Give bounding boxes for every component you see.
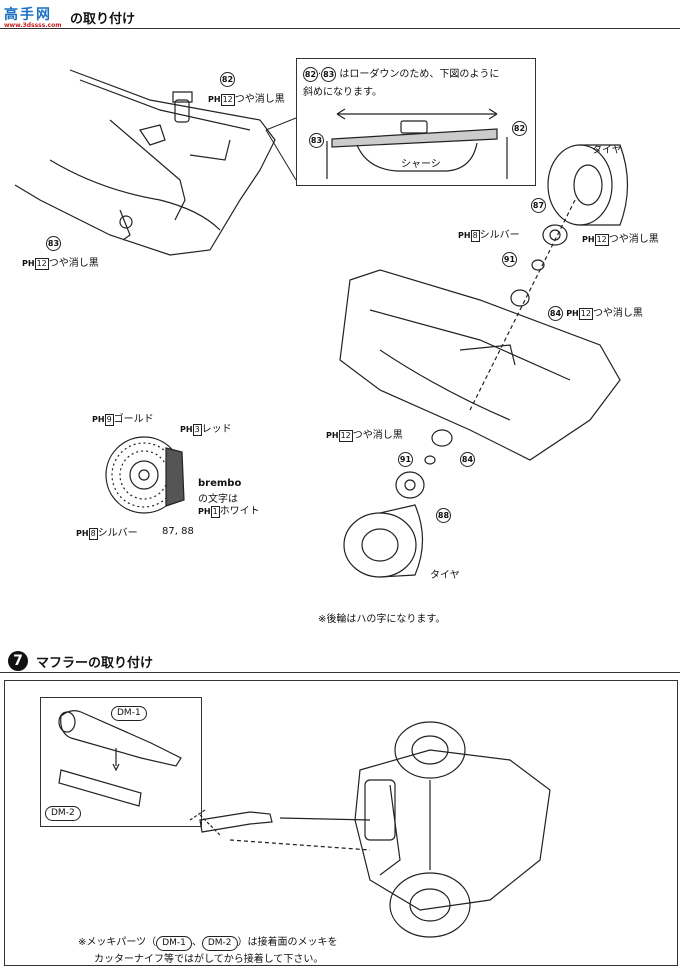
brake-disc-drawing bbox=[105, 436, 185, 514]
muffler-inset: DM-1 DM-2 bbox=[40, 697, 202, 827]
ph-mark: PH bbox=[92, 415, 105, 424]
ph-mark: PH bbox=[582, 235, 595, 244]
paint-name: つや消し黒 bbox=[608, 234, 659, 245]
callout-diagram bbox=[326, 108, 508, 179]
tire-label-top: タイヤ bbox=[592, 145, 622, 156]
rear-assembly-drawing bbox=[339, 144, 629, 578]
ph-mark: PH bbox=[458, 231, 471, 240]
site-logo: 高手网 www.3dssss.com bbox=[0, 0, 70, 30]
paint-code: 8 bbox=[88, 528, 98, 540]
section-6-title: の取り付け bbox=[70, 12, 136, 27]
paint-name: ゴールド bbox=[113, 414, 154, 425]
part-number-83: 83 bbox=[309, 133, 324, 148]
paint-name: ホワイト bbox=[219, 506, 260, 517]
callout-part-82: 82 bbox=[512, 121, 527, 136]
note-dm2: DM-2 bbox=[201, 936, 238, 951]
ph-mark: PH bbox=[76, 529, 89, 538]
muffler-panel bbox=[4, 680, 678, 966]
logo-text: 高手网 bbox=[4, 7, 52, 23]
part-87-88-label: 87, 88 bbox=[162, 526, 194, 537]
paint-code: 12 bbox=[220, 94, 235, 106]
part-number-88: 88 bbox=[436, 508, 451, 523]
paint-name: レッド bbox=[201, 424, 232, 435]
dm2-label: DM-2 bbox=[45, 806, 81, 821]
paint-name: シルバー bbox=[97, 528, 138, 539]
part-number-87: 87 bbox=[531, 198, 546, 213]
paint-code: 9 bbox=[104, 414, 114, 426]
paint-code: 12 bbox=[578, 308, 593, 320]
part-number-82: 82 bbox=[220, 72, 235, 87]
step-number: 7 bbox=[8, 651, 28, 671]
section-7-header: 7 マフラーの取り付け bbox=[0, 650, 680, 673]
lowdown-callout: 82·83 はローダウンのため、下図のように 斜めになります。 83 82 シャ… bbox=[296, 58, 536, 186]
paint-name: つや消し黒 bbox=[48, 258, 99, 269]
paint-code: 12 bbox=[338, 430, 353, 442]
paint-name: つや消し黒 bbox=[352, 430, 403, 441]
ph-mark: PH bbox=[22, 259, 35, 268]
callout-line-1: はローダウンのため、下図のように bbox=[339, 69, 500, 80]
part-88-label: 88 bbox=[436, 508, 451, 523]
section-6-header: の取り付け bbox=[0, 6, 680, 29]
tire-label-bottom: タイヤ bbox=[430, 570, 460, 581]
part-number-82: 82 bbox=[303, 67, 318, 82]
muffler-parts-drawing bbox=[58, 710, 182, 807]
part-83-label: 83 bbox=[46, 236, 61, 251]
chassis-label: シャーシ bbox=[401, 159, 441, 170]
part-87-label: 87 bbox=[531, 198, 546, 213]
brembo-label: brembo bbox=[198, 478, 242, 489]
part-91-label-top: 91 bbox=[502, 252, 517, 267]
part-number-91: 91 bbox=[398, 452, 413, 467]
paint-name: つや消し黒 bbox=[234, 94, 285, 105]
plating-note-2: カッターナイフ等ではがしてから接着して下さい。 bbox=[94, 954, 324, 965]
paint-code: 12 bbox=[594, 234, 609, 246]
part-number-84: 84 bbox=[460, 452, 475, 467]
rear-wheel-note: ※後輪はハの字になります。 bbox=[318, 614, 446, 625]
callout-part-83: 83 bbox=[309, 133, 324, 148]
muffler-car-drawing bbox=[189, 721, 551, 938]
logo-url: www.3dssss.com bbox=[4, 22, 62, 29]
part-91-label-bottom: 91 bbox=[398, 452, 413, 467]
front-chassis-drawing bbox=[14, 69, 276, 256]
paint-code: 1 bbox=[210, 506, 220, 518]
note-dm1: DM-1 bbox=[156, 936, 192, 951]
ph-mark: PH bbox=[326, 431, 339, 440]
part-number-83: 83 bbox=[46, 236, 61, 251]
plating-note-1: ※メッキパーツ（DM-1、DM-2）は接着面のメッキを bbox=[78, 933, 338, 951]
paint-code: 8 bbox=[470, 230, 480, 242]
part-number-84: 84 bbox=[548, 306, 563, 321]
callout-leader bbox=[265, 117, 297, 181]
ph-mark: PH bbox=[208, 95, 221, 104]
paint-name: つや消し黒 bbox=[592, 308, 643, 319]
callout-line-2: 斜めになります。 bbox=[303, 87, 382, 98]
ph-mark: PH bbox=[566, 309, 579, 318]
section-7-title: マフラーの取り付け bbox=[36, 656, 154, 671]
part-84-label-bottom: 84 bbox=[460, 452, 475, 467]
ph-mark: PH bbox=[180, 425, 193, 434]
paint-code: 3 bbox=[192, 424, 202, 436]
plating-note-prefix: ※メッキパーツ（ bbox=[78, 937, 157, 948]
part-number-82: 82 bbox=[512, 121, 527, 136]
part-number-83: 83 bbox=[321, 67, 337, 82]
plating-note-suffix: は接着面のメッキを bbox=[247, 937, 338, 948]
paint-code: 12 bbox=[34, 258, 49, 270]
ph-mark: PH bbox=[198, 507, 211, 516]
callout-text-1: 82·83 はローダウンのため、下図のように bbox=[303, 67, 500, 82]
part-number-91: 91 bbox=[502, 252, 517, 267]
dm1-label: DM-1 bbox=[111, 706, 147, 721]
paint-name: シルバー bbox=[479, 230, 520, 241]
brembo-text-label: の文字は bbox=[198, 494, 238, 505]
part-82-label: 82 bbox=[220, 72, 235, 87]
